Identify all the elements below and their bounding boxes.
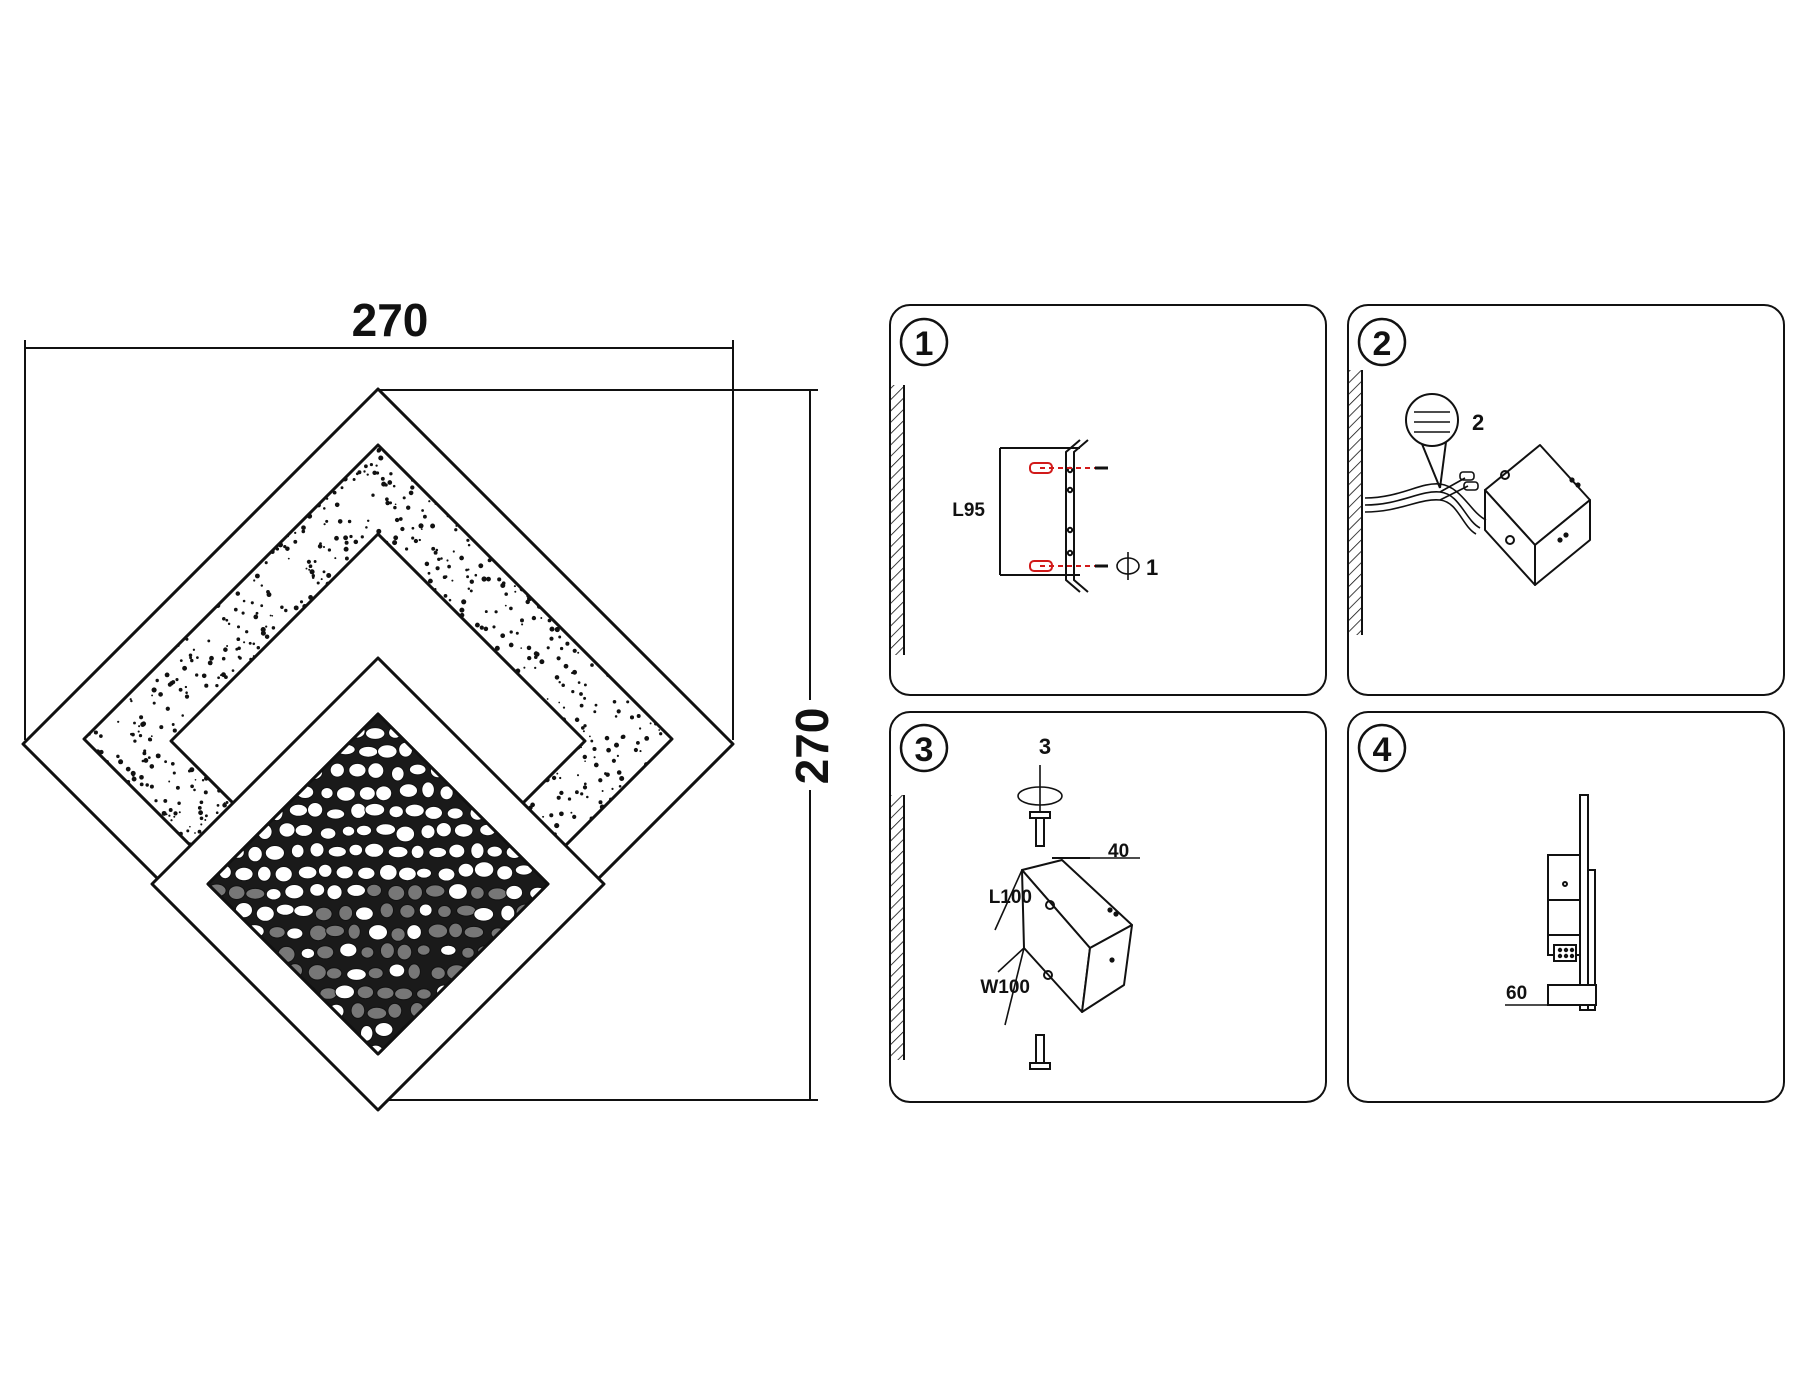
width-dimension xyxy=(24,340,734,740)
step-3-number: 3 xyxy=(915,731,934,769)
bottom-screw xyxy=(1029,1034,1051,1070)
step-4-panel: 4 60 xyxy=(1347,711,1785,1103)
step-2-connector-label: 2 xyxy=(1472,410,1484,435)
rotate-screw-icon xyxy=(1116,552,1140,580)
wall-hatch xyxy=(890,795,905,1060)
step-1-number: 1 xyxy=(915,325,934,363)
mounting-bracket xyxy=(999,439,1089,593)
mounting-box xyxy=(1021,857,1133,1013)
step-2-panel: 2 2 xyxy=(1347,304,1785,696)
height-label: 270 xyxy=(786,708,838,785)
height-dimension xyxy=(380,389,818,1101)
step-3-depth-label: 40 xyxy=(1108,841,1129,862)
step-2-number: 2 xyxy=(1373,325,1392,363)
step-3-screw-label: 3 xyxy=(1039,734,1051,759)
wall-hatch xyxy=(1348,370,1363,635)
step-3-length-label: L100 xyxy=(989,887,1032,908)
step-2-badge xyxy=(1357,317,1407,367)
step-1-panel: 1 L95 1 xyxy=(889,304,1327,696)
step-4-badge xyxy=(1357,723,1407,773)
rotate-screw-icon xyxy=(1017,765,1063,812)
wall-hatch xyxy=(890,385,905,655)
step-4-number: 4 xyxy=(1373,731,1392,769)
side-profile xyxy=(1547,794,1597,1011)
junction-box xyxy=(1484,444,1591,586)
wall-anchors xyxy=(1029,462,1108,572)
box-dimensions xyxy=(994,857,1140,1026)
step-1-length-label: L95 xyxy=(952,500,985,521)
step-3-width-label: W100 xyxy=(980,977,1030,998)
step-3-panel: 3 3 40 L100 xyxy=(889,711,1327,1103)
lamp-front-view: 270 270 xyxy=(21,294,838,1112)
wires xyxy=(1364,471,1487,535)
step-4-depth-label: 60 xyxy=(1506,983,1527,1004)
top-screw xyxy=(1029,811,1051,847)
connector-magnifier xyxy=(1405,393,1459,489)
step-1-screw-label: 1 xyxy=(1146,555,1158,580)
step-3-badge xyxy=(899,723,949,773)
step-1-badge xyxy=(899,317,949,367)
width-label: 270 xyxy=(352,294,429,346)
